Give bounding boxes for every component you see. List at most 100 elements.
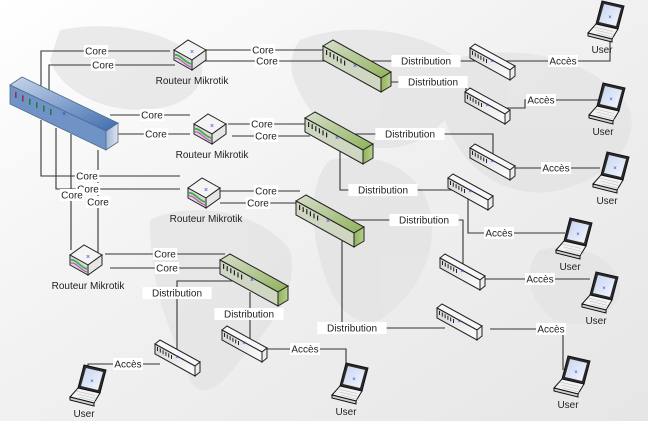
router-label: Routeur Mikrotik [170,214,244,225]
router-port-strip [188,192,206,203]
port [168,353,170,358]
wire-core-r1-b [48,64,175,92]
link-label-core: Core [74,170,100,183]
router-port-strip [174,54,192,65]
port [439,311,440,315]
connection-point-icon: × [485,103,489,109]
connection-point-icon: × [613,166,617,172]
port [302,207,304,213]
link-label-distribution: Distribution [214,308,284,321]
port [444,262,446,267]
router-mikrotik[interactable]: × Routeur Mikrotik [170,177,244,225]
user-laptop[interactable]: ×User [69,364,107,420]
connection-point-icon: × [576,232,580,238]
port [171,355,172,359]
link-label-access-text: Accès [549,57,576,68]
connection-point-icon: × [468,189,472,195]
connection-point-icon: × [353,63,357,70]
user-laptop[interactable]: ×User [587,0,625,56]
wire-core-r3-a [40,120,180,177]
link-label-core-text: Core [141,111,163,122]
connection-point-icon: × [335,135,339,142]
user-laptop[interactable]: ×User [592,151,630,207]
user-laptop[interactable]: × User [555,217,593,273]
link-label-core-text: Core [77,185,99,196]
port [486,59,487,63]
access-switch[interactable]: × [469,143,516,182]
distribution-switch[interactable]: × [218,253,290,307]
link-label-distribution: Distribution [391,55,461,68]
distribution-switch[interactable]: × [294,194,366,248]
router-label: Routeur Mikrotik [52,281,126,292]
link-label-core-text: Core [251,120,273,131]
port [452,182,454,187]
user-label: User [559,262,581,273]
link-label-access: Accès [525,273,555,286]
port [447,315,449,320]
router-mikrotik[interactable]: ×Routeur Mikrotik [156,39,230,87]
router-label: Routeur Mikrotik [156,76,230,87]
link-label-core: Core [143,128,169,141]
link-label-access: Accès [526,94,556,107]
user-laptop[interactable]: ×User [553,355,591,411]
connection-point-icon: × [204,187,208,194]
distribution-switch[interactable]: × [321,39,393,93]
access-switch[interactable]: × [469,43,516,82]
link-label-core-text: Core [92,61,114,72]
port [306,209,308,215]
link-label-core-text: Core [85,47,107,58]
laptop-screen [599,4,621,26]
link-label-distribution: Distribution [398,76,468,89]
link-label-core: Core [83,45,109,58]
port-led [43,105,45,112]
access-switch[interactable]: × [436,303,483,342]
port [157,347,158,351]
port [467,95,468,99]
user-label: User [592,127,614,138]
user-laptop[interactable]: ×User [331,362,369,418]
port [472,151,473,155]
wire-d2-a4 [339,145,470,191]
user-laptop[interactable]: ×User [581,271,619,327]
port [477,54,479,59]
access-switch[interactable]: × [464,87,511,126]
user-laptop[interactable]: × User [588,82,626,138]
port [237,272,239,278]
link-label-core-text: Core [87,198,109,209]
port [474,152,476,157]
port [458,185,460,190]
access-switch[interactable]: × [447,173,494,212]
link-label-access-text: Accès [291,345,318,356]
link-label-distribution-text: Distribution [408,78,458,89]
link-label-core: Core [253,185,279,198]
router-mikrotik[interactable]: ×Routeur Mikrotik [52,244,126,292]
user-label: User [335,407,357,418]
connection-point-icon: × [460,269,464,275]
port [453,267,455,272]
port [336,56,338,62]
connection-point-icon: × [608,15,612,21]
port [441,312,443,317]
port [318,128,320,134]
port [450,181,451,185]
port [223,264,225,269]
link-label-core-text: Core [156,264,178,275]
link-label-distribution: Distribution [317,322,387,335]
link-label-distribution-text: Distribution [358,186,408,197]
laptop-screen [343,366,365,388]
link-label-core: Core [85,196,111,209]
port [447,264,449,269]
distribution-switch[interactable]: × [303,111,375,165]
port [478,101,480,106]
core-switch[interactable]: × [9,76,119,151]
access-switch[interactable]: × [221,325,268,364]
connection-point-icon: × [609,97,613,103]
router-mikrotik[interactable]: ×Routeur Mikrotik [176,113,250,161]
port [229,336,231,341]
laptop-screen [565,359,587,381]
connection-point-icon: × [457,319,461,325]
access-switch[interactable]: × [154,339,201,378]
access-switch[interactable]: × [439,253,486,292]
link-label-distribution-text: Distribution [224,310,274,321]
